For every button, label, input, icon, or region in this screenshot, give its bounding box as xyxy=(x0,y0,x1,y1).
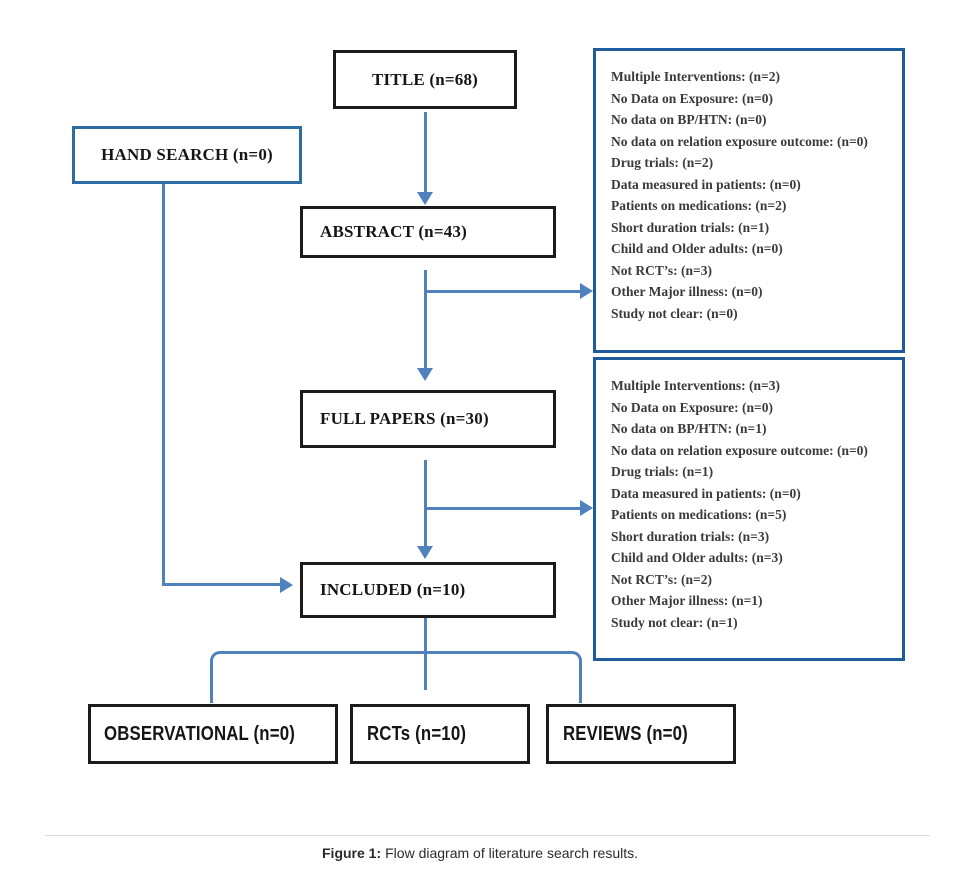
caption-divider xyxy=(45,835,930,836)
abstract-box: ABSTRACT (n=43) xyxy=(300,206,556,258)
exclusion-reason: Drug trials: (n=2) xyxy=(611,155,714,170)
connector-included-stub xyxy=(424,618,427,690)
arrowhead-down-icon xyxy=(417,368,433,381)
abstract-box-label: ABSTRACT (n=43) xyxy=(320,222,467,241)
exclusion-reason: Not RCT’s: (n=2) xyxy=(611,571,712,587)
observational-box: OBSERVATIONAL (n=0) xyxy=(88,704,338,764)
full-papers-box: FULL PAPERS (n=30) xyxy=(300,390,556,448)
exclusion-reason: Patients on medications: (n=5) xyxy=(611,507,787,522)
full-papers-box-label: FULL PAPERS (n=30) xyxy=(320,409,489,428)
exclusion-reason: Multiple Interventions: (n=3) xyxy=(611,378,780,393)
reviews-box-label: REVIEWS (n=0) xyxy=(563,722,688,745)
exclusion-reason: No Data on Exposure: (n=0) xyxy=(611,90,773,106)
exclusions-panel-fullpaper-stage: Multiple Interventions: (n=3) No Data on … xyxy=(593,357,905,661)
title-box-label: TITLE (n=68) xyxy=(371,69,479,89)
exclusion-reason: Other Major illness: (n=1) xyxy=(611,593,763,608)
figure-caption: Figure 1:Flow diagram of literature sear… xyxy=(0,845,960,861)
connector-bottom-split xyxy=(210,651,582,703)
included-box-label: INCLUDED (n=10) xyxy=(320,580,466,599)
exclusion-reason: Study not clear: (n=0) xyxy=(611,305,738,321)
exclusion-reason: Multiple Interventions: (n=2) xyxy=(611,69,780,84)
connector-handsearch-vertical xyxy=(162,184,165,586)
arrowhead-right-icon xyxy=(580,283,593,299)
title-box: TITLE (n=68) xyxy=(333,50,517,109)
arrowhead-right-icon xyxy=(280,577,293,593)
exclusion-reason: No data on BP/HTN: (n=0) xyxy=(611,112,767,127)
exclusion-reason: Child and Older adults: (n=3) xyxy=(611,550,783,565)
arrowhead-down-icon xyxy=(417,192,433,205)
exclusion-reason: No data on relation exposure outcome: (n… xyxy=(611,442,868,458)
exclusion-reason: Short duration trials: (n=3) xyxy=(611,528,770,544)
figure-caption-text: Flow diagram of literature search result… xyxy=(385,845,638,861)
hand-search-box: HAND SEARCH (n=0) xyxy=(72,126,302,184)
exclusion-reason: Data measured in patients: (n=0) xyxy=(611,176,801,192)
exclusion-reason: Not RCT’s: (n=3) xyxy=(611,262,712,278)
exclusions-panel-abstract-stage: Multiple Interventions: (n=2) No Data on … xyxy=(593,48,905,353)
exclusion-reason: Study not clear: (n=1) xyxy=(611,614,738,630)
included-box: INCLUDED (n=10) xyxy=(300,562,556,618)
exclusion-reason: Short duration trials: (n=1) xyxy=(611,219,770,235)
observational-box-label: OBSERVATIONAL (n=0) xyxy=(104,722,295,745)
connector-abstract-exclusions xyxy=(424,290,580,293)
reviews-box: REVIEWS (n=0) xyxy=(546,704,736,764)
arrowhead-right-icon xyxy=(580,500,593,516)
rcts-box: RCTs (n=10) xyxy=(350,704,530,764)
connector-fullpapers-included xyxy=(424,460,427,546)
connector-title-abstract xyxy=(424,112,427,192)
connector-handsearch-horizontal xyxy=(162,583,282,586)
arrowhead-down-icon xyxy=(417,546,433,559)
exclusion-reason: Data measured in patients: (n=0) xyxy=(611,485,801,501)
exclusion-reason: Patients on medications: (n=2) xyxy=(611,198,787,213)
connector-fullpapers-exclusions xyxy=(424,507,580,510)
figure-caption-label: Figure 1: xyxy=(322,845,382,861)
exclusion-reason: Other Major illness: (n=0) xyxy=(611,284,763,299)
exclusion-reason: Child and Older adults: (n=0) xyxy=(611,241,783,256)
exclusion-reason: Drug trials: (n=1) xyxy=(611,464,714,479)
rcts-box-label: RCTs (n=10) xyxy=(367,722,467,745)
exclusion-reason: No Data on Exposure: (n=0) xyxy=(611,399,773,415)
connector-abstract-fullpapers xyxy=(424,270,427,368)
exclusion-reason: No data on BP/HTN: (n=1) xyxy=(611,421,767,436)
hand-search-box-label: HAND SEARCH (n=0) xyxy=(101,145,273,164)
exclusion-reason: No data on relation exposure outcome: (n… xyxy=(611,133,868,149)
